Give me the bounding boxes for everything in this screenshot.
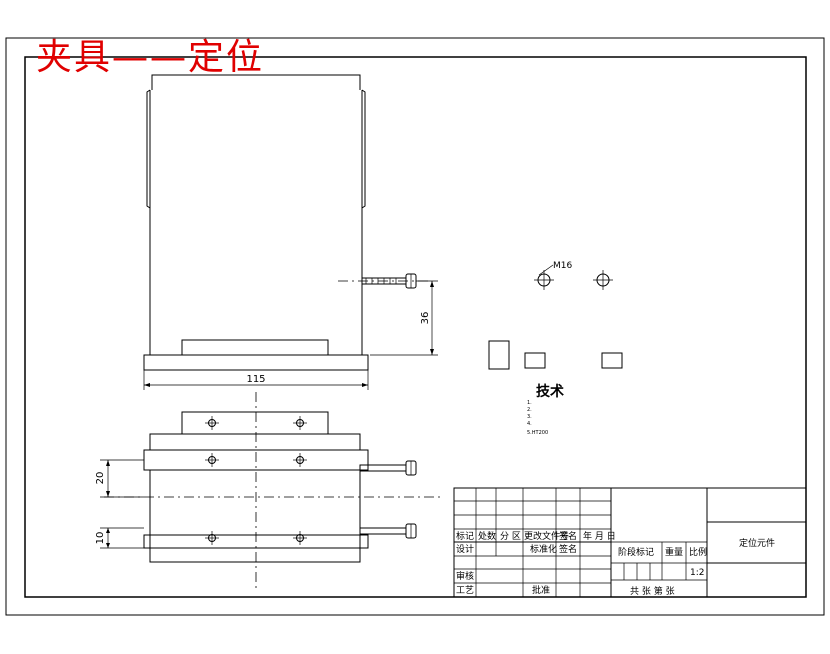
- tech-line: 1.: [527, 400, 532, 406]
- dim-36: 36: [420, 312, 431, 325]
- tb-label: 设计: [456, 543, 474, 555]
- inner-border: [24, 56, 807, 598]
- detail-views: M16: [488, 261, 623, 370]
- bolt-hole: [205, 416, 219, 430]
- title-block: 标记 处数 分 区 更改文件号 签名 年 月 日 设计 标准化 签名 审核 工艺…: [453, 487, 807, 598]
- tb-label: 签名: [559, 530, 577, 542]
- tech-line: 3.: [527, 414, 532, 420]
- bolt-hole: [293, 531, 307, 545]
- tb-label: 批准: [532, 584, 550, 596]
- tech-heading: 技术: [536, 383, 564, 400]
- thread-label-m16: M16: [553, 261, 572, 271]
- outer-border: [5, 37, 825, 616]
- part-name: 定位元件: [739, 537, 775, 549]
- tb-label: 更改文件号: [524, 530, 569, 542]
- tb-label: 标记: [456, 530, 474, 542]
- tb-label: 年 月 日: [583, 530, 616, 542]
- tech-requirements: 技术 1. 2. 3. 4. 5.HT200: [527, 383, 564, 436]
- tb-label: 处数: [478, 530, 496, 542]
- front-view: 36 115: [143, 74, 438, 390]
- tb-label: 共 张 第 张: [630, 585, 675, 597]
- section-block: [524, 352, 546, 369]
- tech-line: 2.: [527, 407, 532, 413]
- drawing-title: 夹具——定位: [36, 37, 265, 78]
- threaded-hole: [534, 264, 554, 290]
- tb-label: 签名: [559, 543, 577, 555]
- dim-20: 20: [95, 472, 106, 485]
- bolt-hole: [205, 453, 219, 467]
- section-block: [601, 352, 623, 369]
- dim-10: 10: [95, 532, 106, 545]
- tb-scale-value: 1:2: [690, 568, 704, 578]
- tb-label: 比例: [689, 546, 707, 558]
- tb-label: 阶段标记: [618, 546, 654, 558]
- dim-115: 115: [246, 374, 265, 385]
- tb-label: 标准化: [530, 543, 557, 555]
- bolt-hole: [293, 416, 307, 430]
- top-view: 20 10: [95, 392, 444, 590]
- bolt-hole: [205, 531, 219, 545]
- tech-line: 4.: [527, 421, 532, 427]
- tb-label: 重量: [665, 546, 683, 558]
- tb-label: 分 区: [500, 531, 521, 542]
- section-block: [488, 340, 510, 370]
- tech-line: 5.HT200: [527, 430, 548, 436]
- tb-label: 工艺: [456, 585, 474, 596]
- tb-label: 审核: [456, 570, 474, 582]
- bolt-hole: [293, 453, 307, 467]
- threaded-hole: [593, 270, 613, 290]
